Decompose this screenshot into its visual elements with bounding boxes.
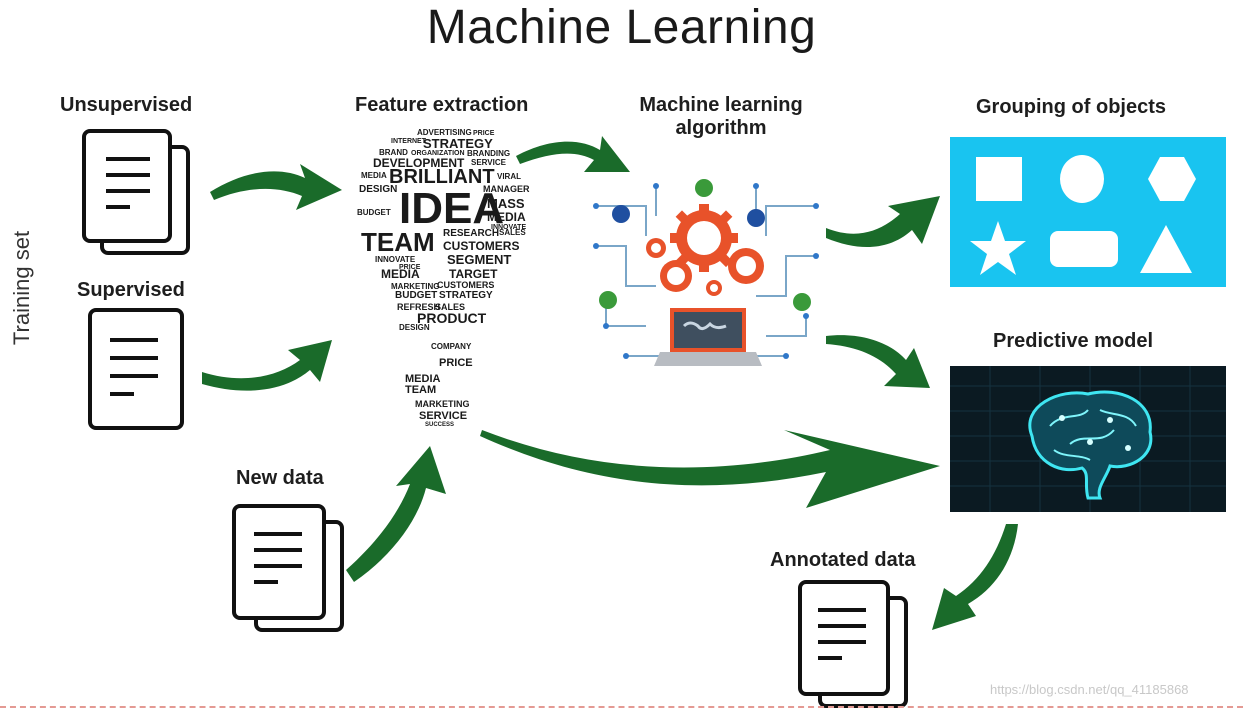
word: STRATEGY [423,136,493,151]
word: ORGANIZATION [411,150,465,157]
word: CUSTOMERS [437,280,495,290]
word: MEDIA [405,373,441,385]
dashed-divider [0,706,1243,708]
arrow-features-to-algorithm [516,136,630,172]
gear-icon [728,248,764,284]
word: STRATEGY [439,290,493,301]
arrow-algorithm-to-predictive [826,335,930,388]
word: INNOVATE [491,224,527,231]
annotated-label: Annotated data [770,549,916,571]
predictive-model-panel [950,366,1226,512]
word: MEDIA [361,171,387,180]
square-icon [976,157,1022,201]
star-icon [970,221,1026,275]
word: DESIGN [359,184,398,195]
globe-icon [695,179,713,197]
page-title: Machine Learning [426,1,817,54]
gear-icon [706,280,722,296]
word: VIRAL [497,172,521,181]
word: CUSTOMERS [443,239,520,253]
gear-icon [660,260,692,292]
word: BUDGET [395,290,438,301]
word: IDEA [399,184,505,233]
watermark: https://blog.csdn.net/qq_41185868 [990,682,1189,697]
word: SERVICE [471,158,506,167]
word: PRODUCT [417,310,487,326]
word: MEDIA [381,267,420,281]
word: INNOVATE [375,255,416,264]
feature-extraction-word-cloud: ADVERTISING PRICE INTERNET STRATEGY BRAN… [355,125,535,430]
word: INTERNET [391,138,426,145]
unsupervised-label: Unsupervised [60,94,193,116]
predictive-label: Predictive model [993,330,1154,352]
arrow-supervised-to-features [202,340,332,391]
ml-algorithm-label: Machine learning algorithm [616,94,826,140]
gear-icon [646,238,666,258]
word: MEDIA [487,210,526,224]
circle-icon [1060,155,1104,203]
grouping-label: Grouping of objects [976,96,1166,118]
word: MARKETING [415,399,470,409]
word: DEVELOPMENT [373,156,465,170]
shapes-illustration [970,155,1196,275]
ml-algorithm-label-line1: Machine learning [639,94,803,116]
new-data-label: New data [236,467,324,489]
word: TARGET [449,267,498,281]
unsupervised-document-icon [82,129,190,255]
word: SALES [435,302,466,312]
arrow-features-to-predictive [480,430,940,508]
word: COMPANY [431,342,472,351]
word: BUDGET [357,208,391,217]
laptop-icon [654,308,762,366]
word: BRANDING [467,149,511,158]
ml-algorithm-illustration [593,179,819,366]
arrow-newdata-to-features [346,446,446,582]
word: BRAND [379,148,408,157]
circuit-nodes [593,183,819,359]
word: SERVICE [419,410,468,422]
cloud-icon [612,205,630,223]
word: REFRESH [397,302,441,312]
word: DESIGN [399,323,430,332]
hexagon-icon [1148,157,1196,201]
word: MARKETING [391,282,440,291]
annotated-data-document-icon [798,580,908,708]
word: SUCCESS [425,422,455,428]
supervised-document-icon [88,308,184,430]
word: SEGMENT [447,252,512,267]
arrow-unsupervised-to-features [210,164,342,210]
word: PRICE [399,264,421,271]
supervised-label: Supervised [77,279,185,301]
word: RESEARCH [443,228,500,239]
settings-icon [793,293,811,311]
word: SALES [499,228,526,237]
grouping-of-objects-panel [950,137,1226,287]
word: ADVERTISING [417,128,472,137]
word: MANAGER [483,184,530,194]
lightbulb-icon [599,291,617,309]
sync-icon [747,209,765,227]
word: PRICE [439,357,473,369]
feature-extraction-label: Feature extraction [355,94,529,116]
circuit-lines [596,186,816,357]
ml-algorithm-label-line2: algorithm [675,117,767,139]
brain-illustration [950,366,1226,512]
rounded-rectangle-icon [1050,231,1118,267]
word: MASS [487,196,525,211]
word: BRILLIANT [389,166,495,188]
new-data-document-icon [232,504,344,632]
arrow-algorithm-to-grouping [826,196,940,248]
word: PRICE [473,130,495,137]
word: TEAM [405,384,437,396]
arrow-predictive-to-annotated [932,524,1018,630]
brain-icon [1028,390,1153,500]
word: TEAM [361,227,435,257]
triangle-icon [1140,225,1192,273]
